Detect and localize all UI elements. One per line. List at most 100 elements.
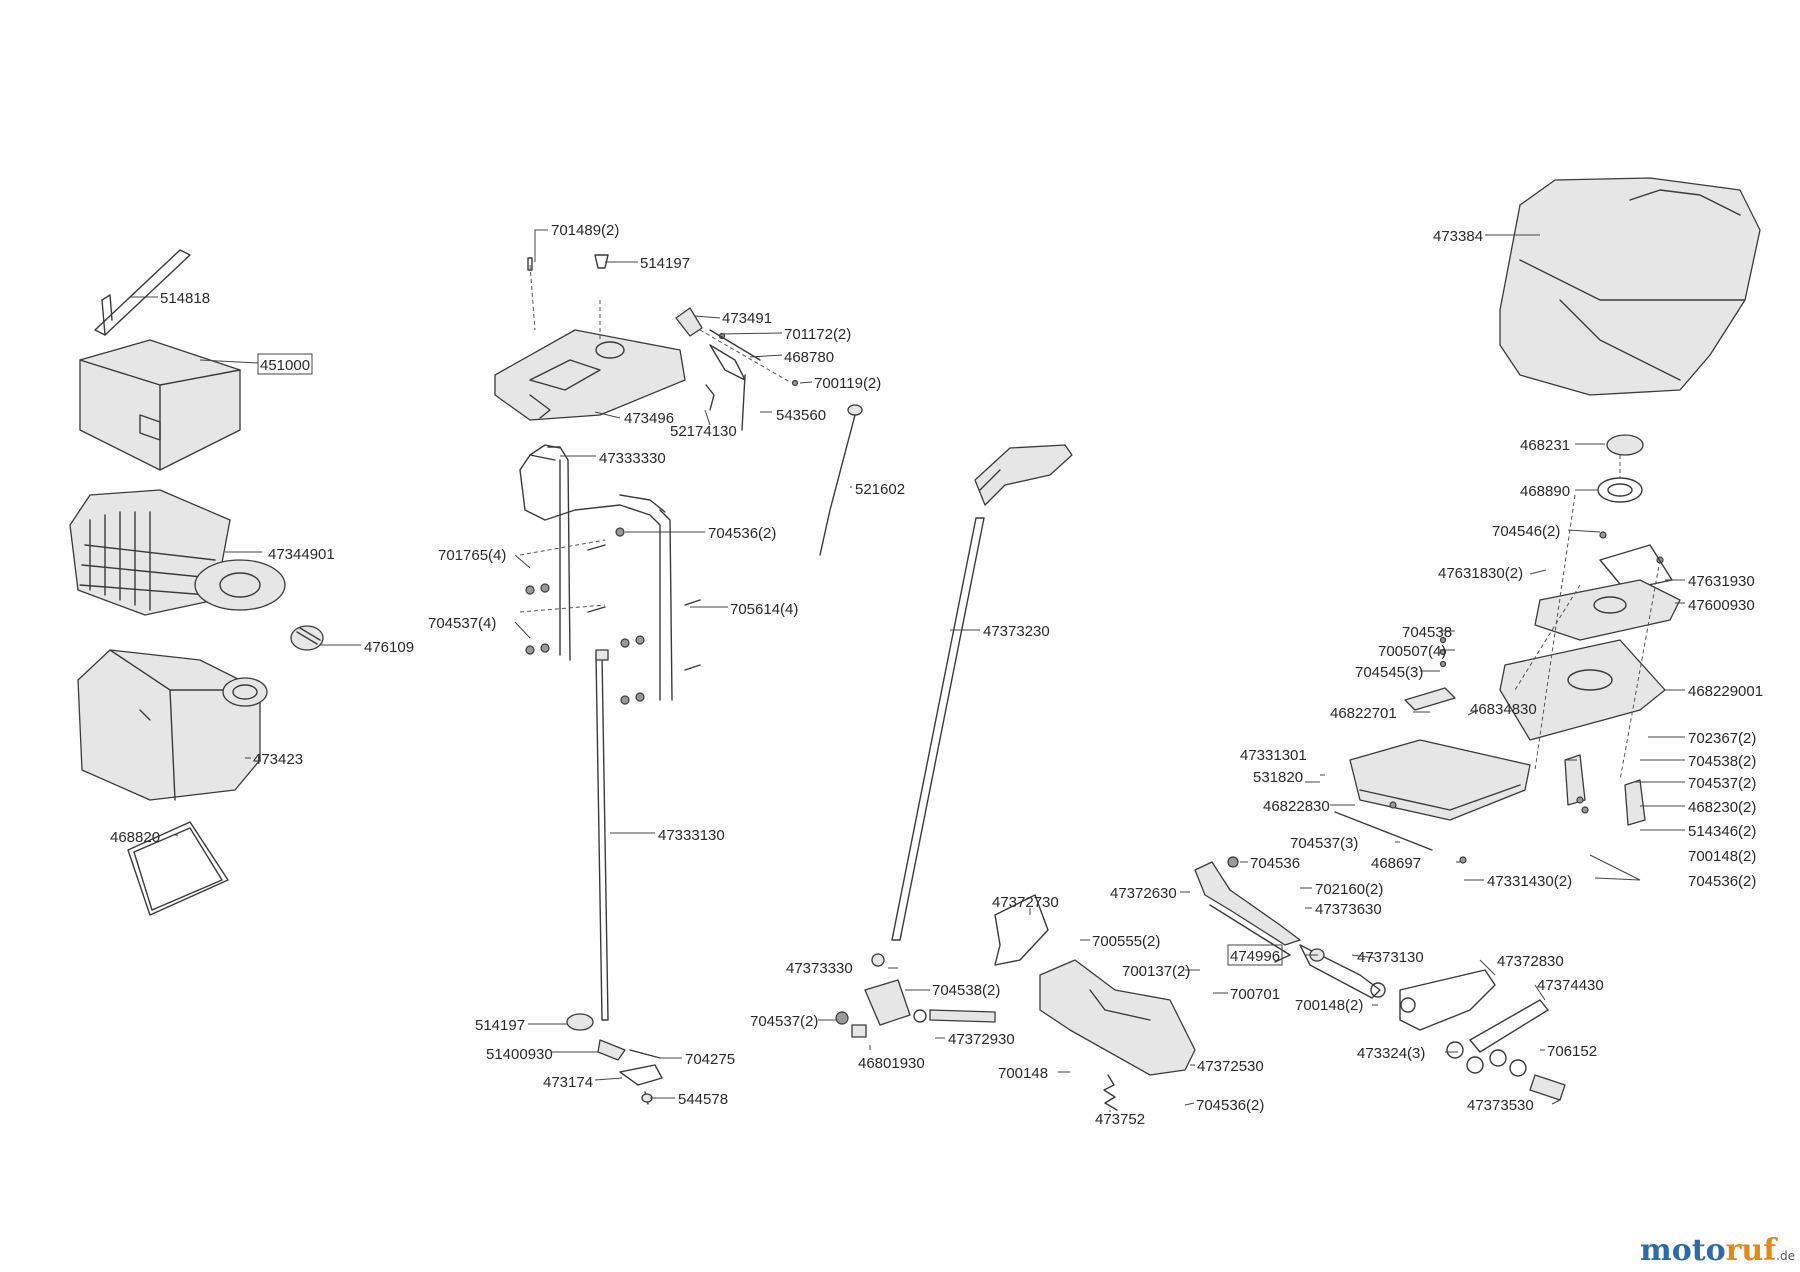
label-473174: 473174 (543, 1074, 593, 1091)
label-704537-c: 704537(3) (1290, 835, 1358, 852)
label-706152: 706152 (1547, 1043, 1597, 1060)
label-47372830: 47372830 (1497, 953, 1564, 970)
label-700148-c: 700148 (998, 1065, 1048, 1082)
label-451000-box (257, 353, 313, 375)
svg-text:motoruf.de: motoruf.de (1640, 1233, 1795, 1268)
label-702160: 702160(2) (1315, 881, 1383, 898)
label-47374430: 47374430 (1537, 977, 1604, 994)
label-473384: 473384 (1433, 228, 1483, 245)
label-521602: 521602 (855, 481, 905, 498)
label-705614: 705614(4) (730, 601, 798, 618)
switch-473491-part (675, 307, 799, 431)
label-704536-d: 704536(2) (1196, 1097, 1264, 1114)
label-473324: 473324(3) (1357, 1045, 1425, 1062)
label-704536-c: 704536 (1250, 855, 1300, 872)
label-473752: 473752 (1095, 1111, 1145, 1128)
battery-part (79, 339, 241, 471)
lever-47373230-part (891, 444, 1073, 941)
label-704275: 704275 (685, 1051, 735, 1068)
label-47331430: 47331430(2) (1487, 873, 1572, 890)
label-531820: 531820 (1253, 769, 1303, 786)
label-514197: 514197 (640, 255, 690, 272)
label-701765: 701765(4) (438, 547, 506, 564)
dash-bracket-part (494, 254, 686, 421)
bracket-47372830-part (1370, 969, 1496, 1031)
logo-suffix: .de (1776, 1249, 1795, 1263)
label-700507: 700507(4) (1378, 643, 1446, 660)
label-704537-a: 704537(4) (428, 615, 496, 632)
leader-lines (130, 229, 1685, 1112)
steering-column-part (566, 649, 661, 1061)
label-468229001: 468229001 (1688, 683, 1763, 700)
seat-473384-part (1499, 177, 1761, 396)
part-labels: 701489(2) 514197 514818 451000 473491 70… (110, 222, 1763, 1128)
label-47372530: 47372530 (1197, 1058, 1264, 1075)
motoruf-logo: motoruf.de (1640, 1233, 1795, 1268)
label-47372630: 47372630 (1110, 885, 1177, 902)
label-47373630: 47373630 (1315, 901, 1382, 918)
logo-part-moto: moto (1640, 1233, 1726, 1268)
label-700148-a: 700148(2) (1688, 848, 1756, 865)
label-474996: 474996 (1230, 948, 1280, 965)
battery-strap-part (94, 249, 191, 336)
label-700119: 700119(2) (814, 375, 881, 392)
label-514818: 514818 (160, 290, 210, 307)
label-704536-b: 704536(2) (1688, 873, 1756, 890)
label-474996-box (1227, 944, 1283, 966)
label-468697: 468697 (1371, 855, 1421, 872)
label-701489: 701489(2) (551, 222, 619, 239)
label-704538-a: 704538 (1402, 624, 1452, 641)
label-468231: 468231 (1520, 437, 1570, 454)
label-47333130: 47333130 (658, 827, 725, 844)
knob-476109-part (290, 625, 324, 651)
label-51400930: 51400930 (486, 1046, 553, 1063)
label-47631930: 47631930 (1688, 573, 1755, 590)
label-47344901: 47344901 (268, 546, 335, 563)
label-47600930: 47600930 (1688, 597, 1755, 614)
label-701172: 701172(2) (784, 326, 851, 343)
label-476109: 476109 (364, 639, 414, 656)
label-543560: 543560 (776, 407, 826, 424)
label-704538-b: 704538(2) (1688, 753, 1756, 770)
logo-part-ruf: ruf (1726, 1233, 1779, 1268)
label-468230: 468230(2) (1688, 799, 1756, 816)
label-468890: 468890 (1520, 483, 1570, 500)
label-46834830: 46834830 (1470, 701, 1537, 718)
label-468780: 468780 (784, 349, 834, 366)
label-704537-b: 704537(2) (1688, 775, 1756, 792)
seat-mount-parts (1499, 434, 1681, 781)
label-704545: 704545(3) (1355, 664, 1423, 681)
label-704537-d: 704537(2) (750, 1013, 818, 1030)
cable-521602-part (819, 404, 863, 556)
label-473491: 473491 (722, 310, 772, 327)
lever-bottom-parts (835, 953, 996, 1038)
label-47373130: 47373130 (1357, 949, 1424, 966)
label-473496: 473496 (624, 410, 674, 427)
label-702367: 702367(2) (1688, 730, 1756, 747)
label-47631830: 47631830(2) (1438, 565, 1523, 582)
steering-bar-part (519, 444, 701, 705)
label-47373530: 47373530 (1467, 1097, 1534, 1114)
label-47331301: 47331301 (1240, 747, 1307, 764)
label-700555: 700555(2) (1092, 933, 1160, 950)
label-47373230: 47373230 (983, 623, 1050, 640)
label-704536-a: 704536(2) (708, 525, 776, 542)
label-473423: 473423 (253, 751, 303, 768)
bracket-473174-part (619, 1064, 663, 1105)
label-46822830: 46822830 (1263, 798, 1330, 815)
label-704546: 704546(2) (1492, 523, 1560, 540)
seat-rail-parts (1334, 636, 1646, 864)
label-47372730: 47372730 (992, 894, 1059, 911)
label-46822701: 46822701 (1330, 705, 1397, 722)
label-52174130: 52174130 (670, 423, 737, 440)
label-700148-b: 700148(2) (1295, 997, 1363, 1014)
bracket-47372730-part (994, 894, 1049, 966)
label-704538-c: 704538(2) (932, 982, 1000, 999)
label-544578: 544578 (678, 1091, 728, 1108)
tank-gasket-part (127, 821, 229, 916)
battery-box-part (69, 489, 286, 616)
label-700701: 700701 (1230, 986, 1280, 1003)
label-47333330: 47333330 (599, 450, 666, 467)
label-468820: 468820 (110, 829, 160, 846)
label-47372930: 47372930 (948, 1031, 1015, 1048)
